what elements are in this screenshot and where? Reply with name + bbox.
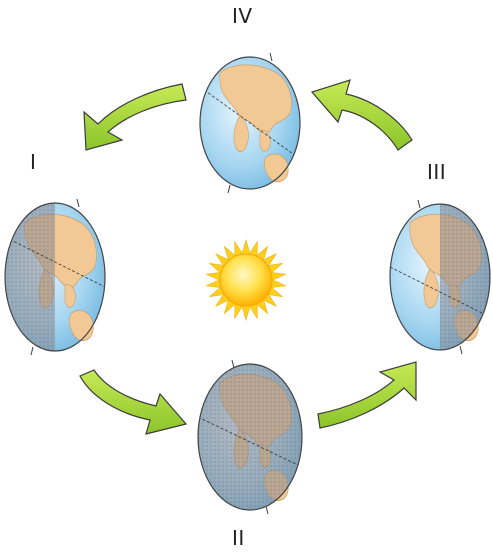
- earth-globe-iv: [199, 52, 301, 194]
- earth-globe-i: [4, 198, 106, 356]
- position-label-iii: III: [427, 160, 447, 184]
- sun-icon: [205, 238, 287, 322]
- curved-arrow-icon: [83, 83, 187, 151]
- earth-globe-iii: [389, 199, 491, 355]
- earth-globe-ii: [197, 359, 303, 515]
- position-label-i: I: [30, 150, 37, 174]
- curved-arrow-icon: [79, 369, 188, 435]
- position-label-iv: IV: [232, 4, 253, 28]
- curved-arrow-icon: [310, 79, 413, 151]
- curved-arrow-icon: [317, 361, 417, 429]
- position-label-ii: II: [232, 526, 245, 550]
